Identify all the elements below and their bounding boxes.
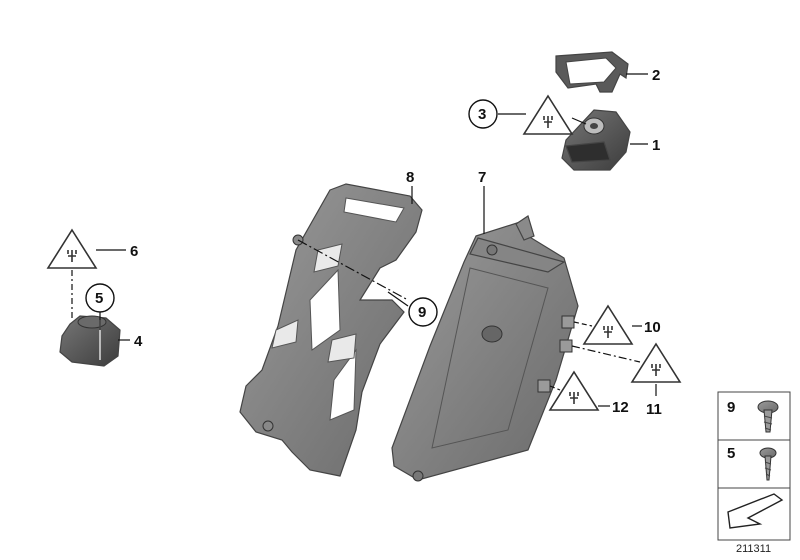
- callout-3: 3: [478, 106, 486, 123]
- plug-warning-icon-3: [522, 94, 574, 135]
- plug-warning-icon-10: [582, 304, 634, 345]
- callout-circle-5: [85, 283, 115, 313]
- callout-10: 10: [644, 319, 661, 336]
- plug-warning-icon-6: [46, 228, 98, 269]
- callout-circle-9: [408, 297, 438, 327]
- callout-circle-3: [468, 99, 498, 129]
- grommet-part: [59, 315, 121, 367]
- callout-9: 9: [418, 304, 426, 321]
- callout-2: 2: [652, 67, 660, 84]
- callout-1: 1: [652, 137, 660, 154]
- screw-icon-5: [759, 447, 777, 481]
- callout-11: 11: [646, 401, 662, 418]
- screw-icon-9: [757, 400, 779, 433]
- control-unit-part: [391, 215, 579, 482]
- callout-8: 8: [406, 169, 414, 186]
- legend-label-5: 5: [727, 445, 735, 462]
- leader-lines: [71, 73, 657, 407]
- bracket-part: [239, 183, 423, 477]
- document-id: 211311: [736, 543, 771, 555]
- callout-6: 6: [130, 243, 138, 260]
- callout-7: 7: [478, 169, 486, 186]
- plug-warning-icon-11: [630, 342, 682, 383]
- fastener-legend: 9 5: [717, 391, 791, 541]
- arrow-icon: [727, 493, 784, 529]
- legend-label-9: 9: [727, 399, 735, 416]
- sensor-unit-part: [561, 109, 631, 171]
- plug-warning-icon-12: [548, 370, 600, 411]
- callout-5: 5: [95, 290, 103, 307]
- callout-12: 12: [612, 399, 629, 416]
- frame-clip-part: [555, 51, 629, 93]
- callout-4: 4: [134, 333, 143, 350]
